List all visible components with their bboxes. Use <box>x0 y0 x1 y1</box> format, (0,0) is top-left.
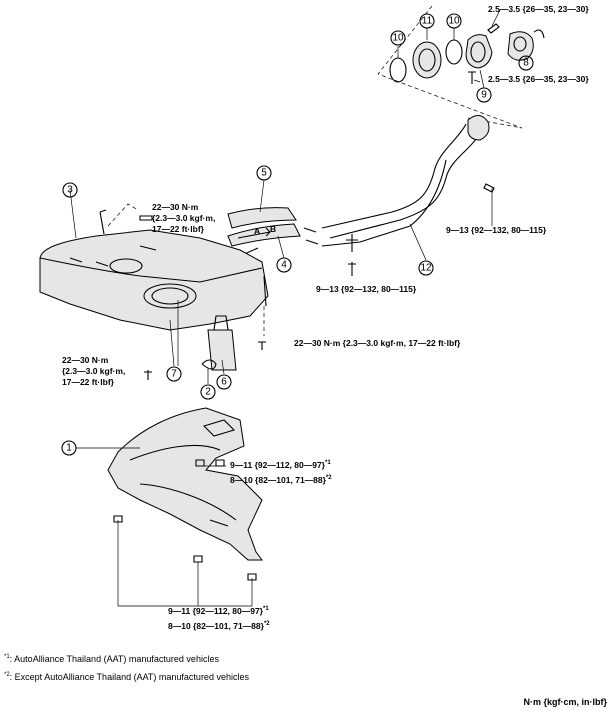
svg-text:10: 10 <box>448 16 460 27</box>
fuel-cap-8 <box>507 31 534 61</box>
cap-bolt-upper <box>487 23 500 34</box>
callout-7: 7 <box>166 366 182 382</box>
torque-cap-upper: 2.5—3.5 {26—35, 23—30} <box>488 4 589 14</box>
filler-neck-9 <box>465 34 493 69</box>
callout-10-right: 10 <box>446 13 462 29</box>
svg-text:8: 8 <box>523 58 529 69</box>
units-legend: N·m {kgf·cm, in·lbf} <box>523 697 607 707</box>
svg-text:10: 10 <box>392 33 404 44</box>
torque-filler-bracket: 9—13 {92—132, 80—115} <box>446 225 547 235</box>
callout-12: 12 <box>418 260 434 276</box>
torque-strap-left-2: {2.3—3.0 kgf·m, <box>62 366 125 376</box>
pipe-bracket-bolt <box>483 183 495 193</box>
torque-filler-lower: 9—13 {92—132, 80—115} <box>316 284 417 294</box>
hose-4 <box>227 223 301 247</box>
callout-3: 3 <box>62 182 78 198</box>
svg-text:9: 9 <box>481 90 487 101</box>
callout-11: 11 <box>419 13 435 29</box>
torque-shield-a-1: 9—11 {92—112, 80—97}*1 <box>230 460 331 470</box>
torque-strap-top-1: 22—30 N·m <box>152 202 199 212</box>
heat-shield-1 <box>107 407 263 561</box>
fuel-pump-6 <box>207 329 237 371</box>
torque-shield-b-2: 8—10 {82—101, 71—88}*2 <box>168 621 270 631</box>
cap-bolt-lower <box>468 71 476 84</box>
filler-cap-assembly <box>377 5 545 129</box>
callout-1: 1 <box>61 440 77 456</box>
grommet-11 <box>412 41 442 79</box>
bolts <box>113 215 266 581</box>
svg-text:3: 3 <box>67 185 73 196</box>
callout-4: 4 <box>276 257 292 273</box>
callout-5: 5 <box>256 165 272 181</box>
footnote-1: *1: AutoAlliance Thailand (AAT) manufact… <box>4 654 219 664</box>
gasket-10-left <box>389 57 407 83</box>
torque-strap-top-2: {2.3—3.0 kgf·m, <box>152 213 215 223</box>
hose-label-a: A <box>254 226 260 236</box>
svg-text:11: 11 <box>422 16 433 27</box>
pump-parts <box>177 300 237 371</box>
hose-5 <box>227 207 297 229</box>
callout-2: 2 <box>200 384 216 400</box>
leader-lines <box>69 9 527 607</box>
torque-strap-left-1: 22—30 N·m <box>62 355 109 365</box>
torque-strap-right: 22—30 N·m {2.3—3.0 kgf·m, 17—22 ft·lbf} <box>294 338 461 348</box>
svg-text:5: 5 <box>261 168 267 179</box>
callout-10-left: 10 <box>390 30 406 46</box>
svg-text:7: 7 <box>171 369 177 380</box>
torque-strap-left-3: 17—22 ft·lbf} <box>62 377 115 387</box>
svg-text:12: 12 <box>420 263 432 274</box>
torque-shield-a-2: 8—10 {82—101, 71—88}*2 <box>230 475 332 485</box>
torque-shield-b-1: 9—11 {92—112, 80—97}*1 <box>168 606 269 616</box>
callout-8: 8 <box>518 55 534 71</box>
torque-cap-lower: 2.5—3.5 {26—35, 23—30} <box>488 74 589 84</box>
pipe-lower-bolt <box>348 262 356 276</box>
hose-label-b: B <box>270 224 276 234</box>
svg-text:6: 6 <box>221 377 227 388</box>
fuel-tank-3 <box>39 203 269 336</box>
svg-text:1: 1 <box>66 443 72 454</box>
callout-6: 6 <box>216 374 232 390</box>
callout-9: 9 <box>476 87 492 103</box>
gasket-10-right <box>445 39 463 65</box>
filler-pipe-12 <box>321 115 495 276</box>
footnote-2: *2: Except AutoAlliance Thailand (AAT) m… <box>4 672 249 682</box>
torque-strap-top-3: 17—22 ft·lbf} <box>152 224 205 234</box>
svg-text:4: 4 <box>281 260 287 271</box>
svg-text:2: 2 <box>205 387 211 398</box>
